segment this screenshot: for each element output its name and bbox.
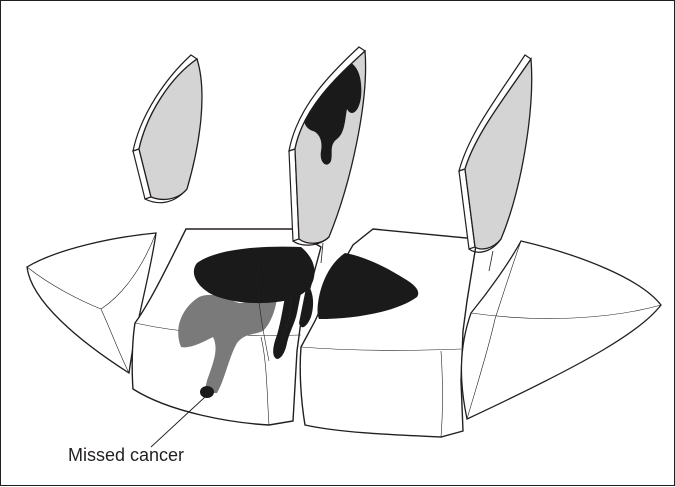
missed-cancer-label: Missed cancer xyxy=(68,445,184,466)
tissue-block-1 xyxy=(132,229,321,425)
section-slice-middle xyxy=(289,47,366,245)
tissue-block-2 xyxy=(300,229,477,437)
missed-cancer-tip xyxy=(200,386,214,398)
right-end-cap xyxy=(461,241,661,419)
section-slice-left xyxy=(133,55,202,203)
section-slice-right xyxy=(459,55,532,252)
